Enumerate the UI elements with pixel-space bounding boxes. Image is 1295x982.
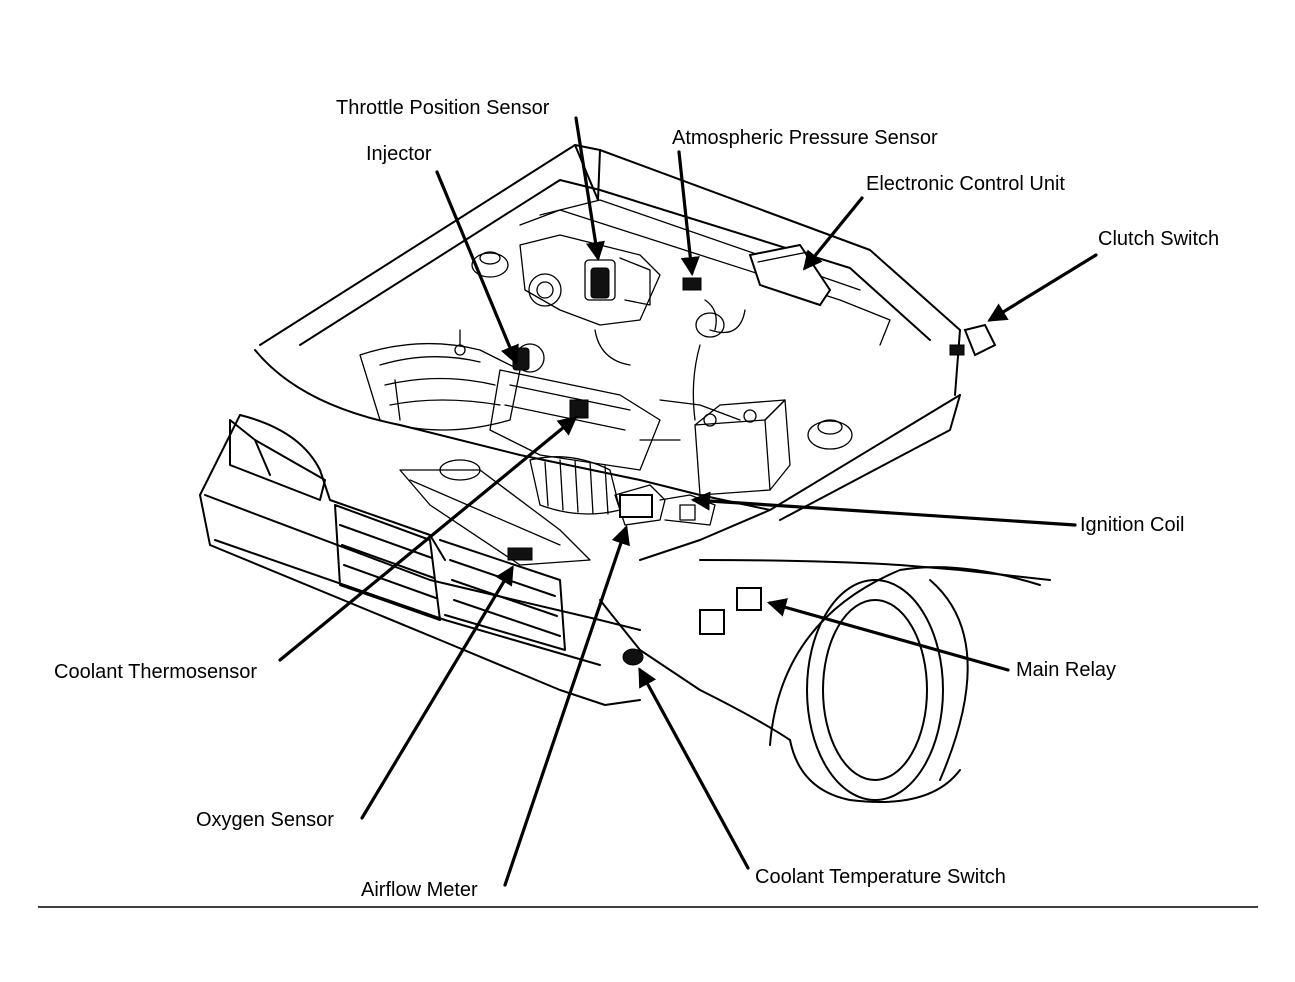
car-body-outline bbox=[199, 144, 1051, 803]
airflow-meter-part bbox=[619, 494, 653, 518]
oxygen-sensor-part bbox=[507, 547, 533, 561]
leader-airflow-meter bbox=[503, 524, 630, 887]
clutch-switch-plunger bbox=[949, 344, 965, 356]
label-throttle-position-sensor: Throttle Position Sensor bbox=[336, 97, 550, 119]
label-injector: Injector bbox=[366, 143, 432, 165]
highlighted-components bbox=[507, 243, 997, 666]
relay-secondary-part bbox=[699, 609, 725, 635]
label-coolant-temperature-switch: Coolant Temperature Switch bbox=[755, 866, 1006, 888]
coolant-thermosensor-part bbox=[569, 399, 589, 419]
throttle-position-sensor-part bbox=[590, 267, 610, 299]
label-clutch-switch: Clutch Switch bbox=[1098, 228, 1220, 250]
leader-atmospheric-pressure-sensor bbox=[677, 150, 700, 277]
main-relay-part bbox=[736, 587, 762, 611]
label-airflow-meter: Airflow Meter bbox=[361, 879, 478, 901]
leader-coolant-temperature-switch bbox=[638, 667, 750, 870]
leader-oxygen-sensor bbox=[360, 565, 514, 820]
atmospheric-pressure-sensor-part bbox=[682, 277, 702, 291]
leader-throttle-position-sensor bbox=[574, 116, 605, 262]
leader-coolant-thermosensor bbox=[278, 415, 578, 662]
leader-injector bbox=[435, 170, 519, 365]
leader-electronic-control-unit bbox=[802, 196, 864, 271]
leader-ignition-coil bbox=[690, 491, 1077, 527]
engine-bay-parts bbox=[359, 199, 891, 566]
leader-clutch-switch bbox=[987, 253, 1098, 322]
leader-lines bbox=[278, 116, 1098, 887]
leader-main-relay bbox=[766, 598, 1010, 672]
label-electronic-control-unit: Electronic Control Unit bbox=[866, 173, 1065, 195]
label-oxygen-sensor: Oxygen Sensor bbox=[196, 809, 334, 831]
clutch-switch-part bbox=[963, 323, 997, 357]
label-main-relay: Main Relay bbox=[1016, 659, 1117, 681]
label-coolant-thermosensor: Coolant Thermosensor bbox=[54, 661, 258, 683]
label-ignition-coil: Ignition Coil bbox=[1080, 514, 1185, 536]
label-atmospheric-pressure-sensor: Atmospheric Pressure Sensor bbox=[672, 127, 938, 149]
coolant-temperature-switch-part bbox=[622, 648, 644, 666]
